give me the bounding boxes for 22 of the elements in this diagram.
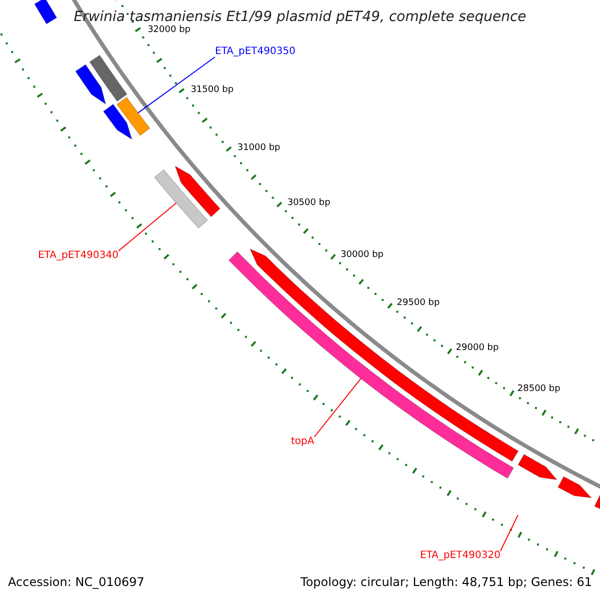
gene-segment xyxy=(154,169,208,229)
tick-label: 28500 bp xyxy=(517,385,560,394)
tick-label: 29000 bp xyxy=(456,344,499,353)
tick-label: 30500 bp xyxy=(287,198,330,208)
leader-line xyxy=(314,378,362,438)
accession-text: Accession: NC_010697 xyxy=(8,576,144,588)
tick-label: 31000 bp xyxy=(237,144,280,153)
tick-label: 29500 bp xyxy=(396,298,440,308)
tick-label: 32000 bp xyxy=(148,26,190,35)
leader-line xyxy=(138,56,216,114)
tick-label: 31500 bp xyxy=(190,86,234,96)
leader-line xyxy=(500,514,518,552)
gene-label: ETA_pET490320 xyxy=(420,551,500,561)
leader-line xyxy=(118,202,177,252)
gene-segment xyxy=(228,251,514,479)
genome-summary-text: Topology: circular; Length: 48,751 bp; Genes: 61 xyxy=(300,576,592,588)
gene-label: ETA_pET490350 xyxy=(215,47,296,57)
tick-label: 30000 bp xyxy=(340,250,384,260)
gene-segment xyxy=(116,96,150,136)
title: Erwinia tasmaniensis Et1/99 plasmid pET49, complete sequence xyxy=(74,10,526,24)
gene-label: topA xyxy=(291,437,314,447)
gene-label: ETA_pET490340 xyxy=(38,251,118,261)
